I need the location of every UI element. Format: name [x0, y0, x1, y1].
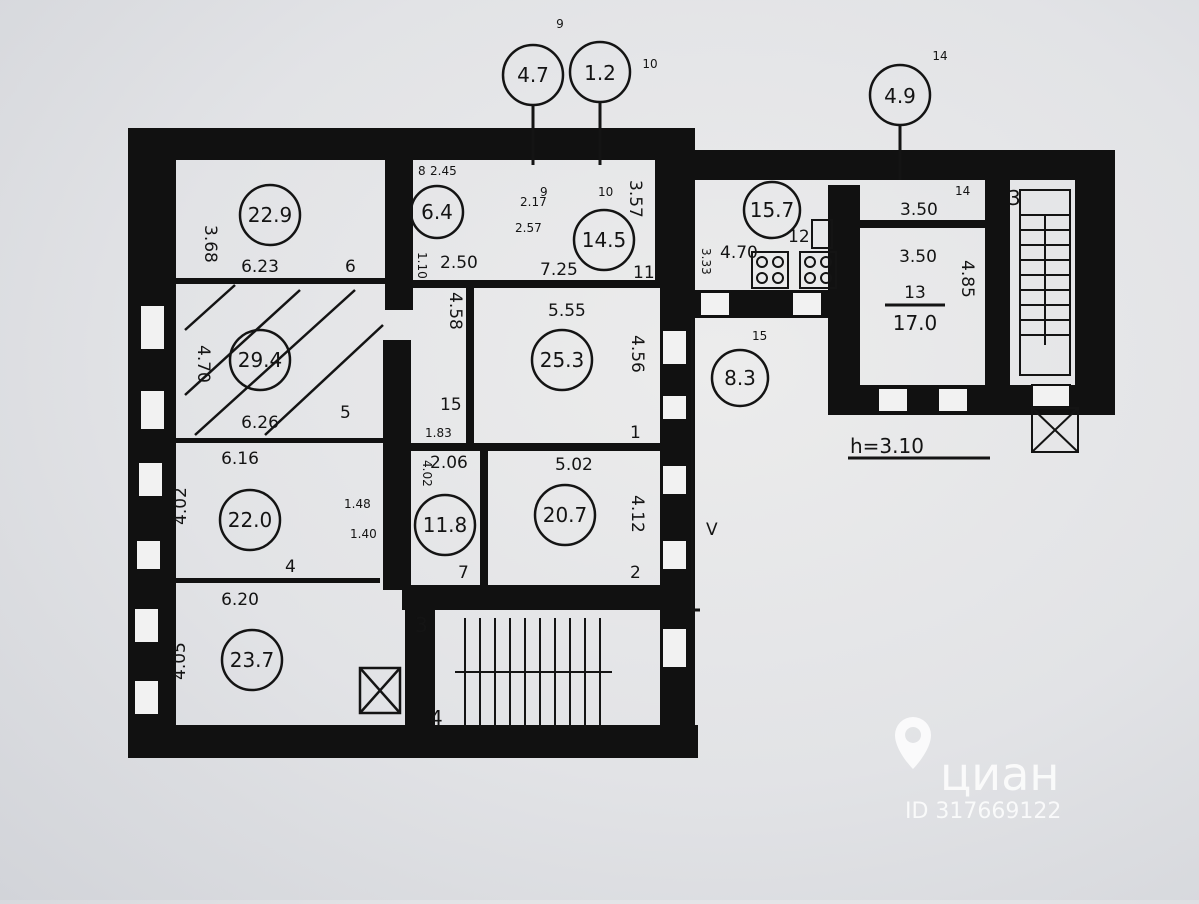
stair-right-label: 3: [1008, 186, 1021, 210]
room-8-area: 6.4: [421, 200, 453, 224]
bubble-10-ref: 10: [642, 57, 657, 71]
room-2-width: 5.02: [555, 455, 593, 475]
location-pin-icon: [895, 717, 931, 769]
wc-dim-2: 2.17: [520, 195, 547, 209]
small-dim-a: 1.10: [415, 252, 429, 279]
height-note: h=3.10: [850, 434, 924, 458]
room-4: 22.0 6.16 4 4.02: [171, 449, 296, 577]
stair-left-label: 3: [415, 613, 428, 637]
room-4-area: 22.0: [228, 508, 273, 532]
room-5-width: 6.26: [241, 413, 279, 433]
corridor-15-outline: [690, 320, 700, 612]
room-2-area: 20.7: [543, 503, 588, 527]
room-13: 3.50 13 17.0 4.85: [885, 247, 977, 335]
stove-icon: [751, 219, 837, 289]
room-3: 23.7 6.20 4.05: [170, 590, 284, 692]
room-2-height: 4.12: [627, 495, 647, 533]
room-8: 6.4 8 2.45 2.50: [409, 164, 478, 273]
stair-number: 4: [430, 706, 443, 730]
bubble-9-value: 4.7: [517, 63, 549, 87]
room-4-width: 6.16: [221, 449, 259, 469]
wc-number: 9: [540, 185, 548, 199]
elevator-shaft: [358, 666, 402, 715]
room-8-height: 2.50: [440, 253, 478, 273]
room-5-hatch: [184, 284, 384, 436]
room-15-area: 8.3: [724, 366, 756, 390]
room-15: 8.3 15: [710, 329, 770, 408]
room-12: 15.7 4.70 12 3.33: [699, 180, 810, 275]
bubble-10-value: 1.2: [584, 61, 616, 85]
extra-labels: 4.58 15 1.83 2.57 9 10 2.17 1.10 1.40 1.…: [344, 184, 1021, 730]
room-8-width: 2.45: [430, 164, 457, 178]
room-12-height: 3.33: [699, 248, 713, 275]
wc-dim: 2.57: [515, 221, 542, 235]
staircase-right: [1019, 189, 1079, 453]
cian-watermark: циан ID 317669122: [895, 717, 1061, 824]
staircase-bottom: [455, 618, 612, 728]
room-3-area: 23.7: [230, 648, 275, 672]
small-dim-c: 1.48: [344, 497, 371, 511]
room-13-width: 3.50: [899, 247, 937, 267]
room-12-width: 4.70: [720, 243, 758, 263]
room-15-number: 15: [752, 329, 767, 343]
room-13-number: 13: [904, 283, 926, 303]
corridor-number: 15: [440, 395, 462, 415]
interior-walls: [170, 160, 985, 735]
small-dim-b: 1.40: [350, 527, 377, 541]
room-11: 14.5 7.25 11 3.57: [540, 180, 655, 283]
bubble-9: 4.7 9: [501, 17, 565, 165]
room-6-number: 6: [345, 257, 356, 277]
bubble-14: 4.9 14: [868, 49, 948, 180]
bubble-14-value: 4.9: [884, 84, 916, 108]
room-1-number: 1: [630, 423, 641, 443]
watermark-id: ID 317669122: [905, 799, 1061, 824]
room-6-area: 22.9: [248, 203, 293, 227]
left-windows: [133, 291, 1071, 716]
room-6-height: 3.68: [200, 225, 220, 263]
room-1-area: 25.3: [540, 348, 585, 372]
room-8-number: 8: [418, 164, 426, 178]
room-7-height: 4.02: [420, 460, 434, 487]
room-5-height: 4.70: [193, 345, 213, 383]
room-7: 11.8 2.06 7 4.02: [413, 453, 477, 583]
room-3-height: 4.05: [170, 642, 190, 680]
room-2-number: 2: [630, 563, 641, 583]
room-13-height: 4.85: [957, 260, 977, 298]
room-2: 20.7 5.02 2 4.12: [533, 455, 647, 583]
room-13-area: 17.0: [893, 311, 938, 335]
corridor-length: 4.58: [445, 292, 465, 330]
room-5-number: 5: [340, 403, 351, 423]
room-1-height: 4.56: [627, 335, 647, 373]
room-11-number: 11: [633, 263, 655, 283]
room-1: 25.3 5.55 1 4.56: [530, 301, 647, 443]
watermark-brand: циан: [940, 747, 1059, 801]
room-5: 29.4 6.26 5 4.70: [193, 328, 351, 433]
room-6: 22.9 6.23 6 3.68: [200, 183, 356, 277]
room-7-width: 2.06: [430, 453, 468, 473]
room-3-width: 6.20: [221, 590, 259, 610]
room-14-number: 14: [955, 184, 970, 198]
room-7-number: 7: [458, 563, 469, 583]
bubble-9-ref: 9: [556, 17, 564, 31]
mark-v: V: [706, 520, 718, 540]
room-1-width: 5.55: [548, 301, 586, 321]
room-12-number: 12: [788, 227, 810, 247]
room-14-dim: 3.50: [900, 200, 938, 220]
room-7-area: 11.8: [423, 513, 468, 537]
room-4-height: 4.02: [171, 487, 191, 525]
room-6-width: 6.23: [241, 257, 279, 277]
room-11-area: 14.5: [582, 228, 627, 252]
bubble-10: 1.2 10: [568, 40, 658, 165]
wc-number-2: 10: [598, 185, 613, 199]
room-4-number: 4: [285, 557, 296, 577]
room-5-area: 29.4: [238, 348, 283, 372]
room-11-width: 7.25: [540, 260, 578, 280]
bubble-14-ref: 14: [932, 49, 947, 63]
room-11-height: 3.57: [625, 180, 645, 218]
room-12-area: 15.7: [750, 198, 795, 222]
corridor-dim: 1.83: [425, 426, 452, 440]
